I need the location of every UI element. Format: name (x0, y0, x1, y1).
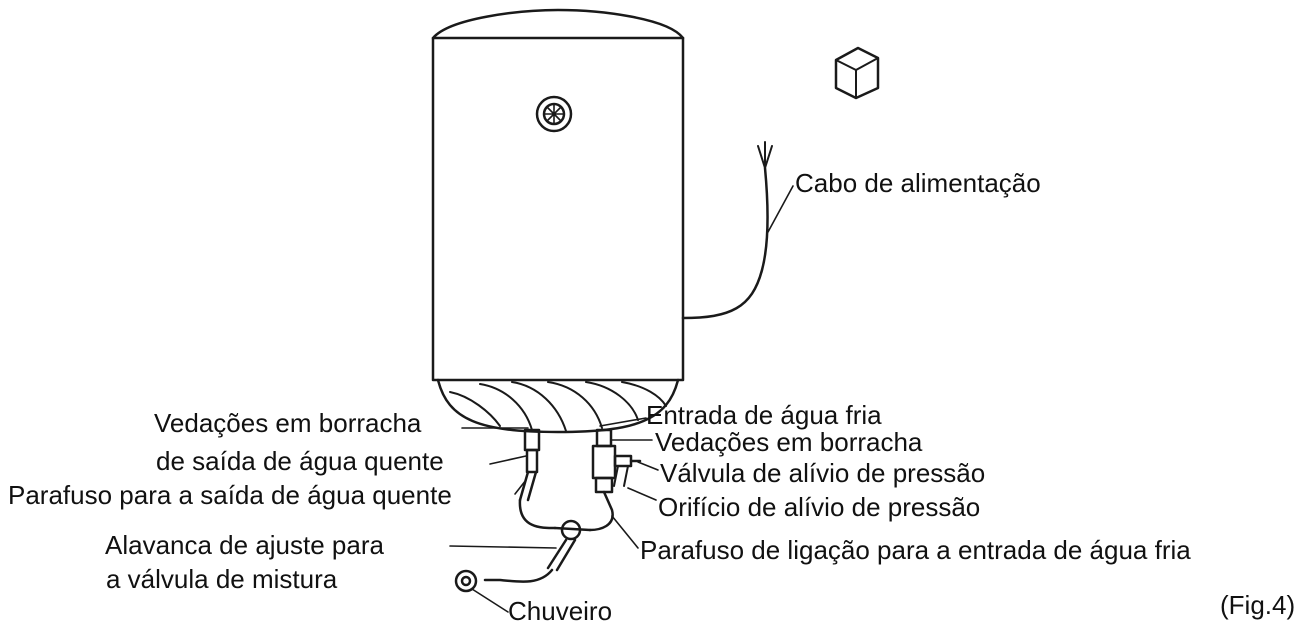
label-power-cable: Cabo de alimentação (795, 168, 1041, 198)
leader-cold-inlet (599, 417, 647, 427)
leader-relief-valve (637, 461, 659, 471)
label-rubber-seals-cold: Vedações em borracha (655, 427, 923, 457)
label-rubber-seals-hot-line1: Vedações em borracha (154, 408, 422, 438)
cold-inlet-pipe (588, 428, 617, 532)
heater-body (431, 36, 685, 382)
leader-power-cable (767, 185, 794, 233)
leader-mixing-lever (449, 545, 557, 549)
power-cable (681, 141, 773, 320)
mixing-valve (546, 519, 592, 572)
label-mixing-lever-line1: Alavanca de ajuste para (105, 530, 384, 560)
label-cold-inlet: Entrada de água fria (646, 400, 882, 430)
label-mixing-lever-line2: a válvula de mistura (106, 564, 338, 594)
heater-top-dome (431, 8, 685, 40)
heater-bottom-cap (436, 378, 680, 434)
leader-shower (471, 588, 509, 613)
shower-head-icon (454, 569, 478, 593)
leader-hot-outlet (489, 455, 527, 465)
label-cold-inlet-screw: Parafuso de ligação para a entrada de ág… (640, 535, 1191, 565)
leader-hot-outlet-screw (514, 479, 527, 495)
label-pressure-relief-hole: Orifício de alívio de pressão (658, 492, 981, 522)
thermostat-knob-icon (535, 95, 573, 133)
leader-cold-inlet-screw (611, 515, 639, 549)
hot-outlet-pipe (518, 428, 557, 530)
label-hot-outlet-screw: Parafuso para a saída de água quente (8, 480, 452, 510)
label-pressure-relief-valve: Válvula de alívio de pressão (660, 458, 986, 488)
pressure-relief-valve-icon (613, 454, 642, 487)
wall-socket-box (834, 46, 880, 100)
label-shower: Chuveiro (508, 596, 613, 626)
leader-relief-hole (627, 487, 657, 501)
label-rubber-seals-hot-line2: de saída de água quente (156, 446, 444, 476)
figure-number: (Fig.4) (1220, 590, 1296, 620)
shower-hose (483, 568, 554, 583)
